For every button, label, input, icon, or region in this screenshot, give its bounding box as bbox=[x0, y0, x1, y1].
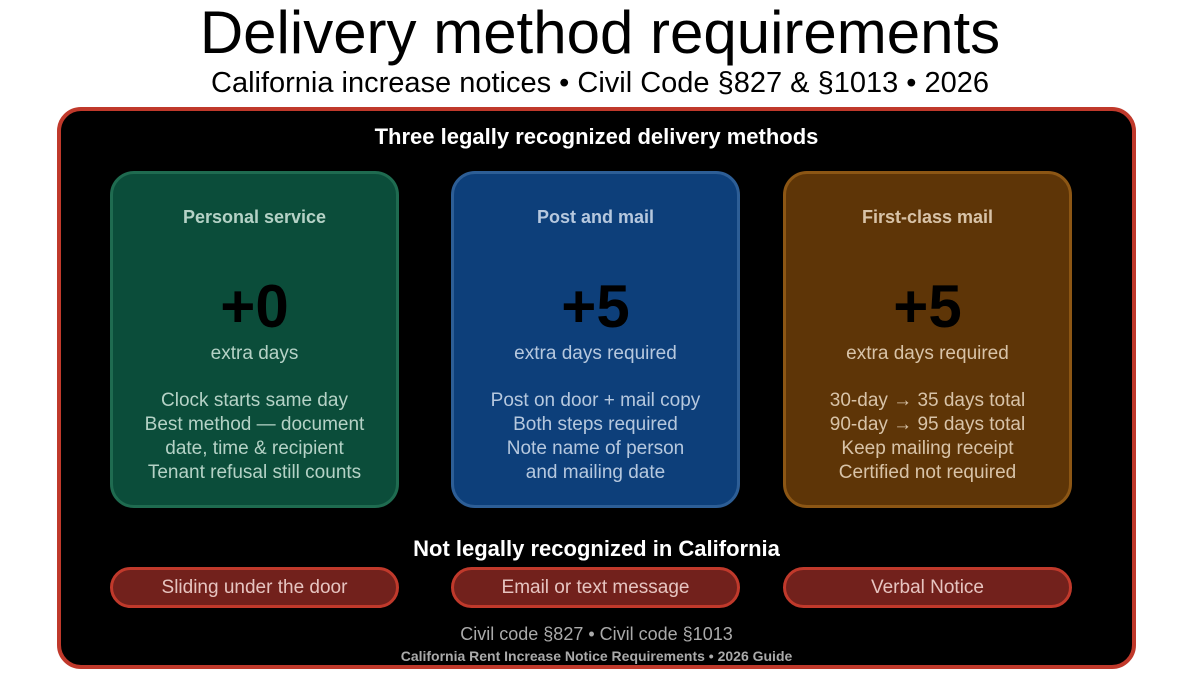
delivery-method-card: First-class mail +5 extra days required 3… bbox=[783, 171, 1072, 508]
not-recognized-item: Sliding under the door bbox=[110, 567, 399, 608]
not-recognized-heading: Not legally recognized in California bbox=[413, 536, 780, 561]
card-detail-line: Best method — document bbox=[144, 414, 365, 435]
card-title: Personal service bbox=[182, 207, 327, 227]
card-detail-line: Keep mailing receipt bbox=[841, 438, 1014, 459]
extra-days-label: extra days bbox=[210, 343, 299, 364]
extra-days-value: +5 bbox=[893, 273, 962, 340]
extra-days-value: +0 bbox=[220, 273, 289, 340]
card-title: Post and mail bbox=[536, 207, 655, 227]
card-detail-line: Post on door + mail copy bbox=[490, 390, 701, 411]
card-detail-line: 30-day → 35 days total bbox=[829, 390, 1026, 411]
card-detail-line: date, time & recipient bbox=[165, 438, 344, 459]
not-recognized-item: Email or text message bbox=[451, 567, 740, 608]
page-title: Delivery method requirements bbox=[199, 0, 1001, 66]
card-detail-line: Certified not required bbox=[838, 462, 1017, 483]
card-detail-line: Clock starts same day bbox=[161, 390, 348, 411]
card-detail-line: 90-day → 95 days total bbox=[829, 414, 1026, 435]
card-title: First-class mail bbox=[861, 207, 994, 227]
card-detail-line: Tenant refusal still counts bbox=[147, 462, 362, 483]
main-panel: Three legally recognized delivery method… bbox=[57, 107, 1136, 669]
card-detail-line: Note name of person bbox=[506, 438, 685, 459]
not-recognized-item: Verbal Notice bbox=[783, 567, 1072, 608]
extra-days-label: extra days required bbox=[846, 343, 1009, 364]
extra-days-value: +5 bbox=[561, 273, 630, 340]
card-detail-line: and mailing date bbox=[525, 462, 666, 483]
card-detail-line: Both steps required bbox=[513, 414, 678, 435]
footer-source: California Rent Increase Notice Requirem… bbox=[400, 648, 793, 664]
recognized-heading: Three legally recognized delivery method… bbox=[374, 124, 819, 149]
footer-citation: Civil code §827 • Civil code §1013 bbox=[460, 624, 733, 644]
page-subtitle: California increase notices • Civil Code… bbox=[211, 67, 989, 99]
extra-days-label: extra days required bbox=[514, 343, 677, 364]
